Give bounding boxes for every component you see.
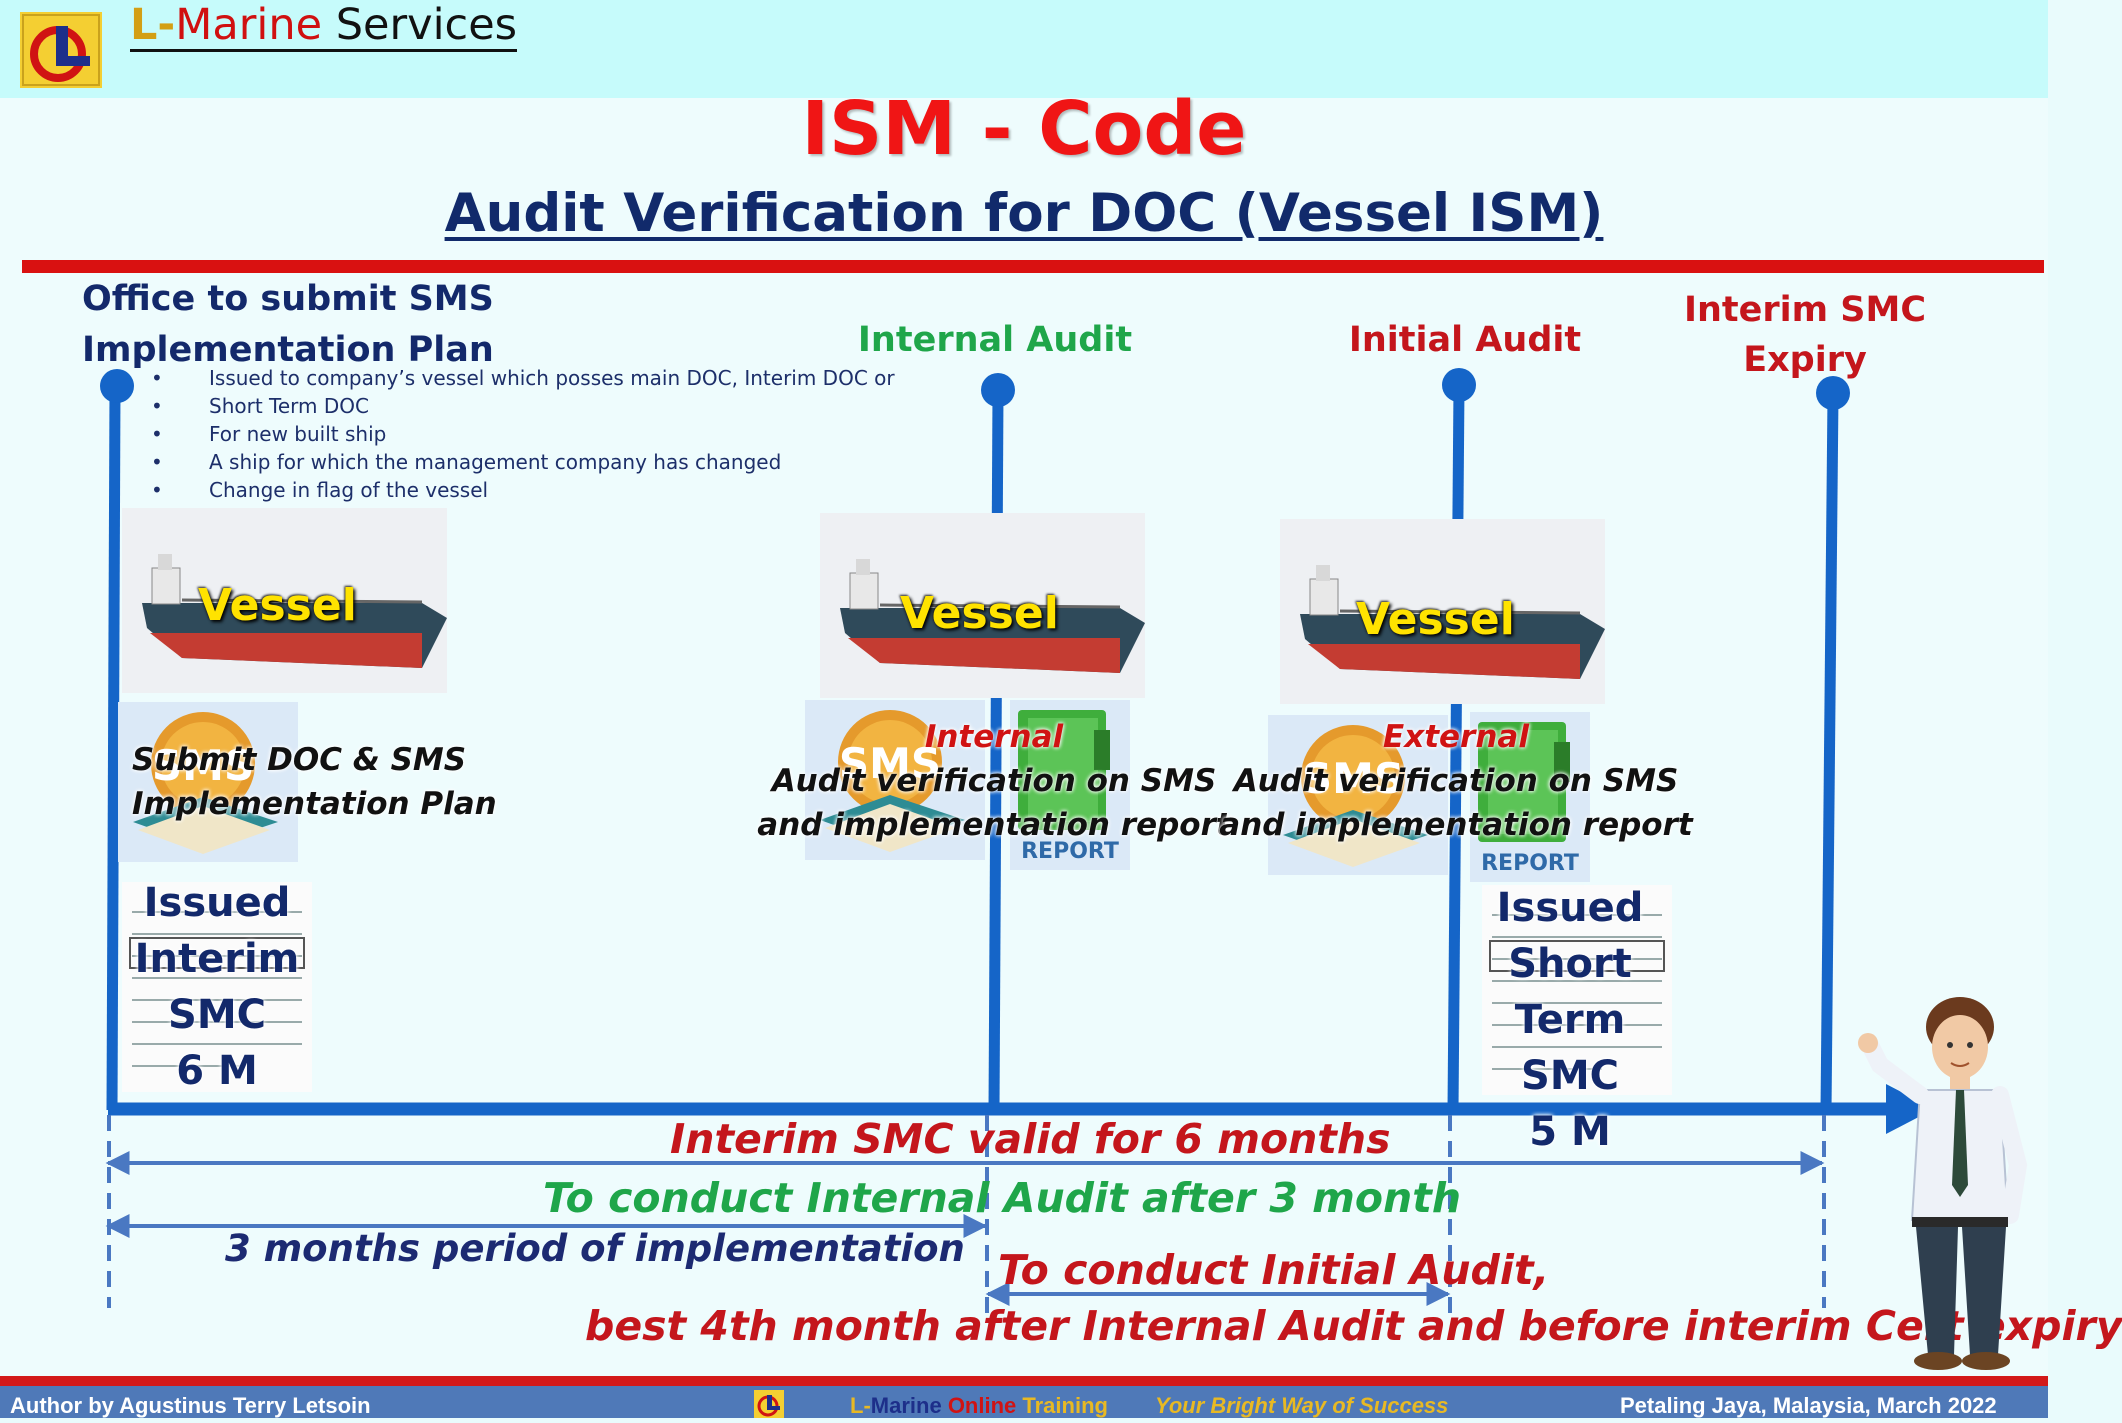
brand-dash: - <box>157 0 176 50</box>
sms-badge-icon: SMS <box>118 702 298 862</box>
audit-line-1: Audit verification on SMS <box>771 763 1217 799</box>
slide-title: ISM - Code <box>801 86 1247 172</box>
bullet-item: For new built ship <box>135 420 895 448</box>
l-marine-logo <box>20 12 102 88</box>
brand-marine: Marine <box>175 0 323 50</box>
sms-badge-text: SMS <box>1302 754 1404 803</box>
interim-smc-label: Issued Interim SMC 6 M <box>112 875 322 1099</box>
brand-initial: L <box>130 0 158 50</box>
span-label-valid-6-months: Interim SMC valid for 6 months <box>670 1115 1391 1163</box>
report-binder-icon: REPORT <box>1010 700 1130 870</box>
milestone-label-interim-expiry: Interim SMC Expiry <box>1680 285 1930 385</box>
footer-bar: Author by Agustinus Terry Letsoin L-Mari… <box>0 1386 2048 1418</box>
footer-place-date: Petaling Jaya, Malaysia, March 2022 <box>1620 1393 1997 1418</box>
bullet-item: Issued to company’s vessel which posses … <box>135 364 895 392</box>
cert-line: Interim <box>134 936 300 982</box>
sms-badge-icon: SMS <box>805 700 985 860</box>
bullet-item: Change in flag of the vessel <box>135 476 895 504</box>
certificate-image <box>1482 885 1672 1095</box>
milestone-office-line-1: Office to submit SMS <box>82 279 494 319</box>
internal-audit-description: Internal Audit verification on SMS and i… <box>744 715 1244 847</box>
span-label-initial-audit-detail: best 4th month after Internal Audit and … <box>585 1302 2122 1350</box>
bullet-item: A ship for which the management company … <box>135 448 895 476</box>
span-label-implementation: 3 months period of implementation <box>225 1227 965 1270</box>
submit-line-1: Submit DOC & SMS <box>132 742 467 778</box>
cert-line: Issued <box>143 880 291 926</box>
milestone-label-internal-audit: Internal Audit <box>857 320 1133 360</box>
cert-line: SMC <box>168 992 266 1038</box>
external-tag: External <box>1383 719 1529 755</box>
milestone-expiry-line-1: Interim SMC <box>1683 290 1927 330</box>
external-audit-description: External Audit verification on SMS and i… <box>1206 715 1706 847</box>
report-label: REPORT <box>1021 839 1119 864</box>
vessel-label: Vessel <box>1356 594 1515 645</box>
vessel-image <box>820 513 1145 698</box>
report-label: REPORT <box>1481 851 1579 876</box>
report-binder-icon: REPORT <box>1470 712 1590 882</box>
brand-services: Services <box>335 0 518 50</box>
footer-slogan: Your Bright Way of Success <box>1155 1393 1449 1418</box>
span-label-initial-audit: To conduct Initial Audit, <box>998 1246 1550 1294</box>
cert-line: Issued <box>1496 885 1644 931</box>
sms-badge-icon: SMS <box>1268 715 1448 875</box>
footer-brand-training: Training <box>1022 1393 1108 1418</box>
sms-badge-text: SMS <box>152 741 254 790</box>
vessel-image <box>122 508 447 693</box>
footer-brand: L-Marine Online Training <box>850 1393 1108 1419</box>
brand-name: L-Marine Services <box>130 0 518 52</box>
slide-subtitle-text: Audit Verification for DOC (Vessel ISM) <box>444 183 1604 244</box>
footer-brand-marine: Marine <box>870 1393 942 1418</box>
vessel-image <box>1280 519 1605 704</box>
vessel-label: Vessel <box>900 588 1059 639</box>
bullet-item-continuation: Short Term DOC <box>135 392 895 420</box>
internal-tag: Internal <box>924 719 1064 755</box>
submit-doc-text: Submit DOC & SMS Implementation Plan <box>132 738 497 826</box>
title-divider <box>22 260 2044 273</box>
audit-line-2: and implementation report <box>1219 807 1693 843</box>
submit-line-2: Implementation Plan <box>132 786 497 822</box>
audit-line-1: Audit verification on SMS <box>1233 763 1679 799</box>
cert-line: SMC <box>1521 1053 1619 1099</box>
presenter-illustration <box>1850 985 2048 1375</box>
milestone-label-office: Office to submit SMS Implementation Plan <box>82 274 502 376</box>
cert-line: Short Term <box>1508 941 1632 1043</box>
audit-line-2: and implementation report <box>757 807 1231 843</box>
short-term-smc-label: Issued Short Term SMC 5 M <box>1450 880 1690 1160</box>
milestone-expiry-line-2: Expiry <box>1743 340 1867 380</box>
slide-subtitle: Audit Verification for DOC (Vessel ISM) <box>0 183 2048 244</box>
footer-brand-l: L- <box>850 1393 871 1418</box>
applicability-bullets: Issued to company’s vessel which posses … <box>135 364 895 504</box>
span-label-internal-audit: To conduct Internal Audit after 3 month <box>543 1174 1462 1222</box>
cert-duration: 6 M <box>176 1048 258 1094</box>
footer-red-bar <box>0 1376 2048 1386</box>
certificate-image <box>122 882 312 1092</box>
milestone-label-initial-audit: Initial Audit <box>1348 320 1582 360</box>
vessel-label: Vessel <box>198 580 357 631</box>
footer-brand-online: Online <box>947 1393 1017 1418</box>
sms-badge-text: SMS <box>839 739 941 788</box>
cert-duration: 5 M <box>1529 1109 1611 1155</box>
footer-logo-icon <box>754 1390 784 1418</box>
footer-author: Author by Agustinus Terry Letsoin <box>10 1393 371 1418</box>
